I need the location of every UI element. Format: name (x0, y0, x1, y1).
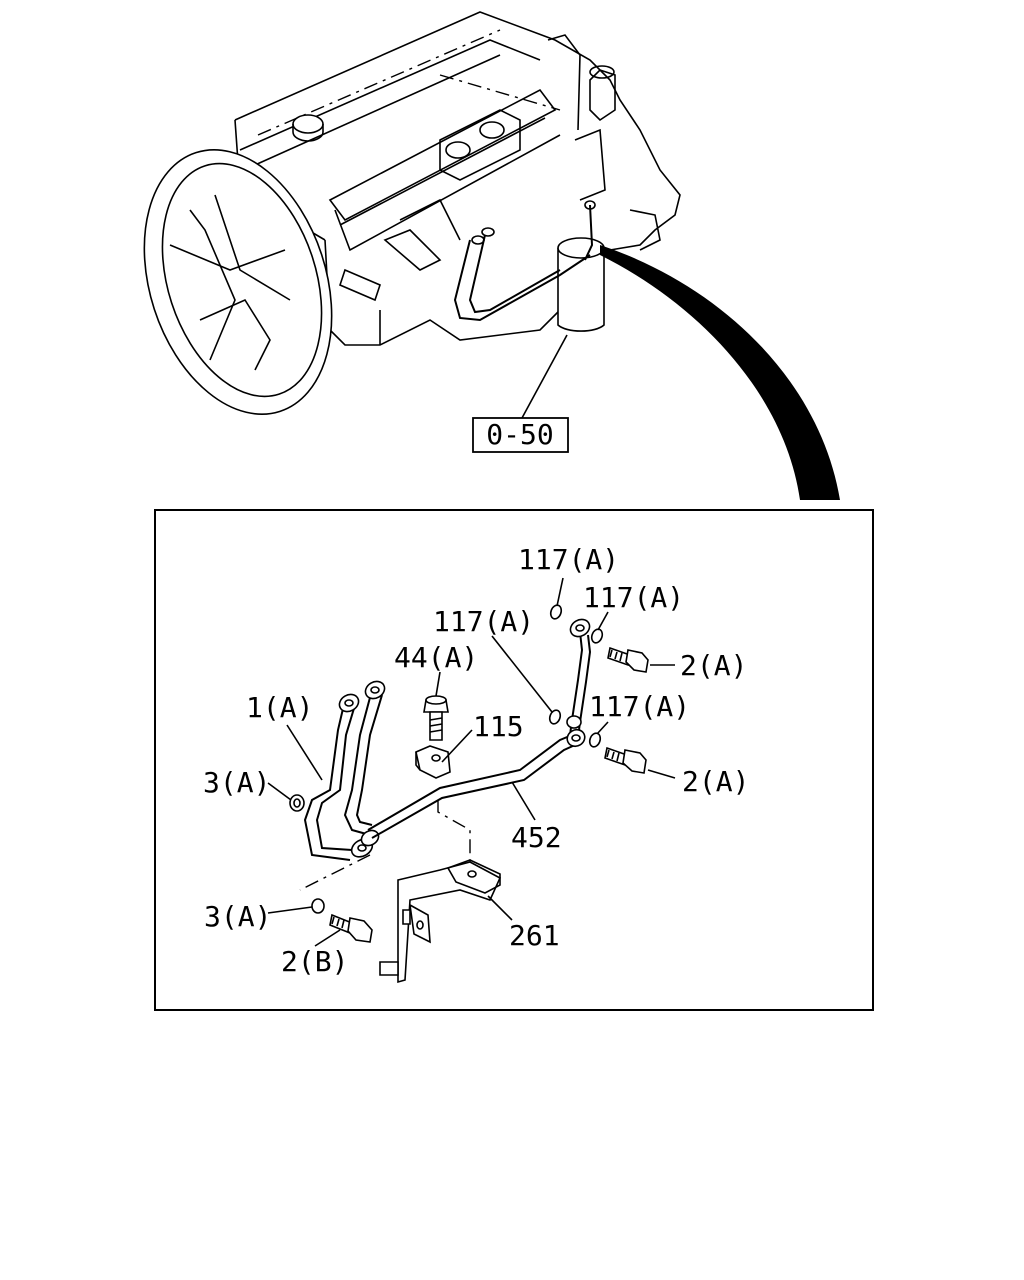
callout-2b: 2(B) (281, 945, 348, 978)
reference-box[interactable]: 0-50 (472, 417, 569, 453)
washer-3a-lower (311, 898, 325, 914)
callout-452: 452 (511, 821, 562, 854)
callout-117a-mid: 117(A) (433, 605, 534, 638)
reference-leader (521, 334, 568, 419)
callout-117a-right-top: 117(A) (583, 581, 684, 614)
bolt-2a-upper (607, 646, 649, 673)
washer-117a-right-top (590, 628, 604, 644)
bracket-261 (379, 859, 502, 984)
detail-pointer (600, 245, 840, 500)
detail-parts (289, 604, 649, 984)
washer-3a-upper (289, 794, 305, 812)
detail-frame (154, 509, 874, 1011)
callout-3a-upper: 3(A) (203, 766, 270, 799)
engine-overview (143, 11, 681, 415)
callout-44a: 44(A) (394, 641, 478, 674)
bolt-2a-lower (604, 746, 647, 774)
bolt-44a (423, 695, 449, 741)
callout-labels: 117(A) 117(A) 117(A) 117(A) 44(A) 1(A) 1… (203, 543, 749, 978)
clip-115 (415, 745, 451, 779)
reference-label: 0-50 (486, 418, 553, 451)
callout-2a-upper: 2(A) (680, 649, 747, 682)
callout-1a: 1(A) (246, 691, 313, 724)
callout-117a-top: 117(A) (518, 543, 619, 576)
callout-3a-lower: 3(A) (204, 900, 271, 933)
callout-117a-right-mid: 117(A) (589, 690, 690, 723)
leader-lines (267, 577, 676, 947)
callout-115: 115 (473, 710, 524, 743)
washer-117a-top (549, 604, 563, 620)
washer-117a-mid (548, 709, 562, 725)
callout-2a-lower: 2(A) (682, 765, 749, 798)
callout-261: 261 (509, 919, 560, 952)
bolt-2b (329, 913, 373, 943)
